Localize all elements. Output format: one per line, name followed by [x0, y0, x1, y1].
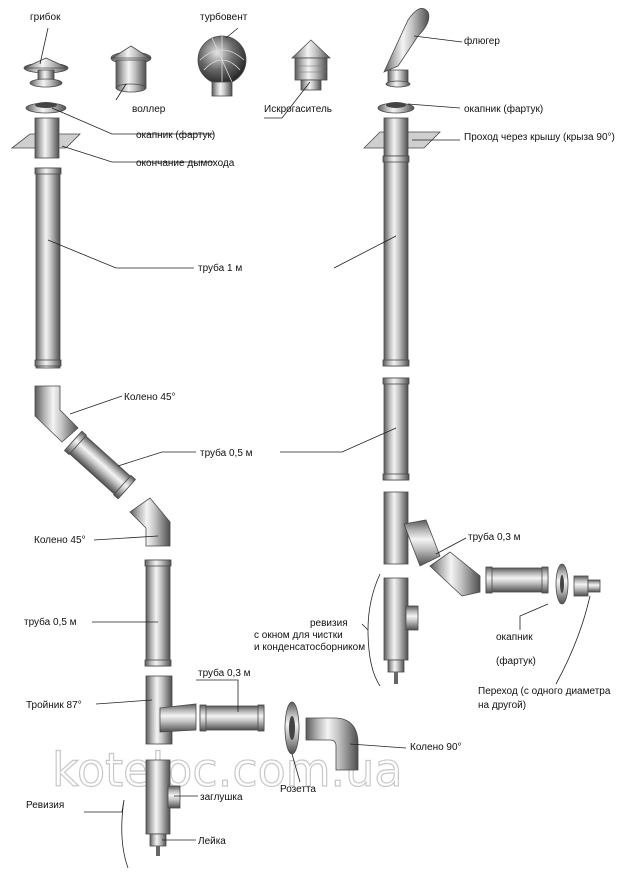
pipe-03m-right	[485, 566, 549, 594]
elbow-right	[429, 551, 481, 597]
label-zaglushka: заглушка	[200, 792, 243, 803]
turbovent-cap	[197, 35, 247, 97]
okapnik-right	[377, 102, 415, 114]
perekhod	[573, 575, 601, 597]
label-perekhod: Переход (с одного диаметра	[478, 686, 611, 697]
label-reviziya-right-3: и конденсатосборником	[254, 641, 365, 653]
elbow-45-top	[34, 385, 79, 443]
pipe-1m-left	[34, 167, 62, 369]
rozetta	[284, 701, 300, 755]
iskrogasitel-cap	[290, 39, 332, 91]
label-perekhod-2: на другой)	[478, 700, 526, 711]
fluger-cap	[383, 8, 430, 88]
roof-plate-left	[10, 117, 81, 159]
label-truba05-a: труба 0,5 м	[200, 447, 253, 459]
label-iskrogasitel: Искрогаситель	[264, 104, 332, 115]
roof-plate-right	[363, 117, 441, 159]
troynik-87	[145, 675, 197, 745]
label-troynik: Тройник 87°	[26, 700, 82, 711]
label-okapnik-left: окапник (фартук)	[136, 129, 215, 141]
labels: грибок турбовент воллер Искрогаситель ок…	[24, 11, 615, 847]
label-reviziya-right-2: с окном для чистки	[254, 630, 343, 641]
okapnik-left	[25, 102, 67, 114]
leader-lines	[39, 27, 591, 869]
label-gribok: грибок	[30, 11, 61, 23]
label-rozetta: Розетта	[280, 784, 316, 795]
troynik-right	[383, 491, 441, 567]
pipe-1m-right	[382, 155, 410, 367]
label-turbovent: турбовент	[200, 11, 248, 23]
label-okapnik-side-2: (фартук)	[496, 655, 536, 667]
label-reviziya-right: ревизия	[310, 618, 348, 629]
label-koleno45-a: Колено 45°	[124, 392, 176, 403]
elbow-90	[305, 717, 359, 771]
label-truba05-b: труба 0,5 м	[24, 616, 77, 628]
label-truba03-left: труба 0,3 м	[198, 667, 251, 679]
label-okapnik-side: окапник	[496, 632, 533, 643]
label-fluger: флюгер	[464, 35, 500, 47]
reviziya-right-body	[383, 577, 419, 684]
label-okapnik-right: окапник (фартук)	[464, 103, 543, 115]
pipe-05m-right	[382, 377, 410, 481]
label-prokhod: Проход через крышу (крыза 90°)	[464, 132, 615, 143]
pipe-05m-vertical	[144, 559, 172, 667]
label-leyka: Лейка	[198, 836, 226, 847]
label-koleno90: Колено 90°	[410, 742, 462, 753]
gribok-cap	[23, 57, 69, 88]
okapnik-side	[555, 563, 569, 605]
label-truba03-right: труба 0,3 м	[468, 531, 521, 543]
reviziya-left-body	[145, 759, 181, 856]
label-voller: воллер	[132, 104, 166, 115]
pipe-03m-horizontal	[199, 704, 265, 732]
voller-cap	[110, 45, 152, 93]
label-okonchanie: окончание дымохода	[136, 158, 235, 169]
elbow-45-bottom	[129, 497, 171, 547]
label-truba-1m: труба 1 м	[198, 262, 242, 274]
label-koleno45-b: Колено 45°	[34, 535, 86, 546]
pipe-05m-diagonal	[63, 430, 137, 500]
label-reviziya-left: Ревизия	[26, 800, 64, 811]
